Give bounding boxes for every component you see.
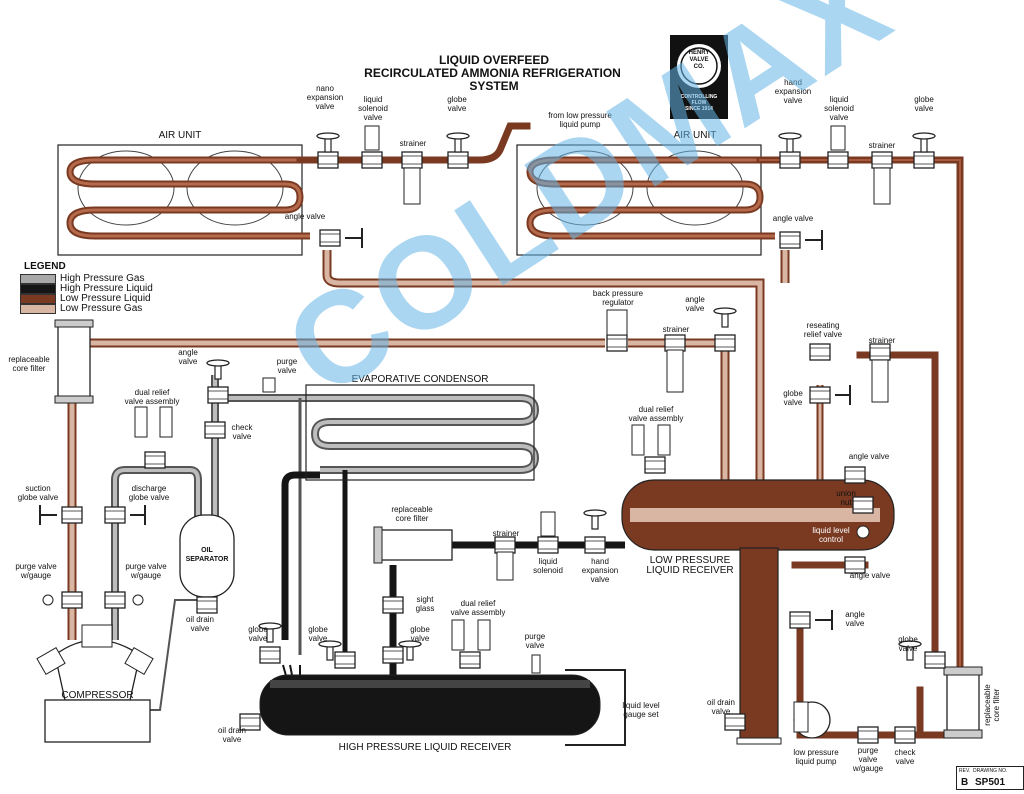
globe-valve-right-label: globe valve xyxy=(914,95,934,113)
henry-valve-logo xyxy=(670,35,728,119)
legend-swatch xyxy=(20,304,56,314)
discharge-globe-valve-label: discharge globe valve xyxy=(128,484,170,502)
liquid-solenoid-valve-left-label: liquid solenoid valve xyxy=(358,95,388,122)
back-pressure-regulator-label: back pressure regulator xyxy=(592,289,644,307)
low-pressure-receiver-label: LOW PRESSURE LIQUID RECEIVER xyxy=(646,555,734,576)
logo-bottom-text: CONTROLLING FLOW SINCE 1914 xyxy=(680,94,718,112)
angle-valve-cond-label: angle valve xyxy=(178,348,198,366)
liquid-pump-label: low pressure liquid pump xyxy=(793,748,839,766)
legend-label: Low Pressure Liquid xyxy=(60,293,151,304)
legend-swatch xyxy=(20,294,56,304)
core-filter-right xyxy=(943,666,983,739)
dual-relief-valve-hpr-label: dual relief valve assembly xyxy=(450,599,506,617)
core-filter-right-label: replaceable core filter xyxy=(983,684,1001,726)
strainer-left-label: strainer xyxy=(399,139,427,148)
high-pressure-gas-piping xyxy=(111,375,540,711)
title-line-2: RECIRCULATED AMMONIA REFRIGERATION xyxy=(364,66,621,80)
rev-label: REV. xyxy=(959,768,971,774)
purge-valve-cond-label: purge valve xyxy=(276,357,298,375)
union-nut-label: union nut xyxy=(836,489,856,507)
dual-relief-valve-lpr-label: dual relief valve assembly xyxy=(628,405,684,423)
hand-expansion-valve-right-label: hand expansion valve xyxy=(774,78,812,105)
air-unit-right xyxy=(516,144,775,256)
liquid-pump xyxy=(793,701,831,739)
legend-label: Low Pressure Gas xyxy=(60,303,143,314)
legend-label: High Pressure Gas xyxy=(60,273,145,284)
legend-title: LEGEND xyxy=(24,261,66,272)
angle-valve-lpr-label: angle valve xyxy=(848,452,890,461)
purge-valve-gauge-middle-label: purge valve w/gauge xyxy=(125,562,167,580)
strainer-bpr-label: strainer xyxy=(662,325,690,334)
core-filter-middle-label: replaceable core filter xyxy=(391,505,433,523)
strainer-relief-label: strainer xyxy=(868,336,896,345)
oil-drain-valve-sep-label: oil drain valve xyxy=(185,615,214,633)
liquid-solenoid-valve-right-label: liquid solenoid valve xyxy=(824,95,854,122)
legend-item: Low Pressure Gas xyxy=(20,304,142,314)
core-filter-left xyxy=(54,319,94,404)
legend-item: Low Pressure Liquid xyxy=(20,294,151,304)
nano-expansion-valve-label: nano expansion valve xyxy=(306,84,344,111)
globe-valve-pump-label: globe valve xyxy=(898,635,918,653)
globe-valve-relief-label: globe valve xyxy=(783,389,803,407)
angle-valve-lpr-bottom-label: angle valve xyxy=(849,571,891,580)
air-unit-right-label: AIR UNIT xyxy=(673,130,717,141)
oil-drain-valve-hpr-label: oil drain valve xyxy=(217,726,246,744)
high-pressure-liquid-piping xyxy=(281,470,625,691)
sight-glass-label: sight glass xyxy=(415,595,435,613)
oil-drain-valve-lpr-label: oil drain valve xyxy=(706,698,735,716)
strainer-middle-label: strainer xyxy=(492,529,520,538)
liquid-solenoid-middle-label: liquid solenoid xyxy=(533,557,563,575)
legend-item: High Pressure Gas xyxy=(20,274,144,284)
title-line-3: SYSTEM xyxy=(469,79,519,93)
suction-globe-valve-label: suction globe valve xyxy=(17,484,59,502)
compressor-label: COMPRESSOR xyxy=(61,690,134,701)
globe-valve-hpr3-label: globe valve xyxy=(410,625,430,643)
oil-separator-label: OIL SEPARATOR xyxy=(185,547,229,563)
legend-item: High Pressure Liquid xyxy=(20,284,153,294)
drawing-label: DRAWING NO. xyxy=(973,768,1008,774)
reseating-relief-valve-label: reseating relief valve xyxy=(803,321,843,339)
legend-swatch xyxy=(20,284,56,294)
globe-valve-hpr1-label: globe valve xyxy=(248,625,268,643)
globe-valve-hpr2-label: globe valve xyxy=(308,625,328,643)
angle-valve-left-label: angle valve xyxy=(284,212,326,221)
high-pressure-receiver-label: HIGH PRESSURE LIQUID RECEIVER xyxy=(338,742,512,753)
rev-value: B xyxy=(961,777,969,788)
core-filter-middle xyxy=(373,526,453,564)
high-pressure-liquid-receiver xyxy=(259,669,626,746)
liquid-level-control-label: liquid level control xyxy=(812,526,850,544)
air-unit-left-label: AIR UNIT xyxy=(158,130,202,141)
legend-label: High Pressure Liquid xyxy=(60,283,153,294)
core-filter-left-label: replaceable core filter xyxy=(8,355,50,373)
purge-valve-pump-label: purge valve w/gauge xyxy=(852,746,884,773)
angle-valve-right-label: angle valve xyxy=(772,214,814,223)
legend-swatch xyxy=(20,274,56,284)
evaporative-condensor-label: EVAPORATIVE CONDENSOR xyxy=(351,374,489,385)
check-valve-cond-label: check valve xyxy=(231,423,253,441)
drawing-value: SP501 xyxy=(975,777,1006,788)
valves xyxy=(39,125,946,744)
evaporative-condensor-box xyxy=(305,384,535,481)
compressor-unit xyxy=(36,624,154,743)
revision-block: REV. B DRAWING NO. SP501 xyxy=(956,766,1024,790)
check-valve-pump-label: check valve xyxy=(894,748,916,766)
purge-valve-gauge-left-label: purge valve w/gauge xyxy=(15,562,57,580)
purge-valve-hpr-label: purge valve xyxy=(524,632,546,650)
globe-valve-left-label: globe valve xyxy=(447,95,467,113)
hand-expansion-valve-middle-label: hand expansion valve xyxy=(581,557,619,584)
angle-valve-bpr-label: angle valve xyxy=(685,295,705,313)
air-unit-left xyxy=(57,144,310,256)
title-line-1: LIQUID OVERFEED xyxy=(438,53,549,67)
logo-top-text: HENRY VALVE CO. xyxy=(688,50,710,70)
from-pump-label: from low pressure liquid pump xyxy=(548,111,612,129)
dual-relief-valve-left-label: dual relief valve assembly xyxy=(124,388,180,406)
strainer-right-label: strainer xyxy=(868,141,896,150)
angle-valve-pump-label: angle valve xyxy=(845,610,865,628)
liquid-level-gauge-set-label: liquid level gauge set xyxy=(622,701,660,719)
low-pressure-liquid-receiver xyxy=(621,479,895,745)
